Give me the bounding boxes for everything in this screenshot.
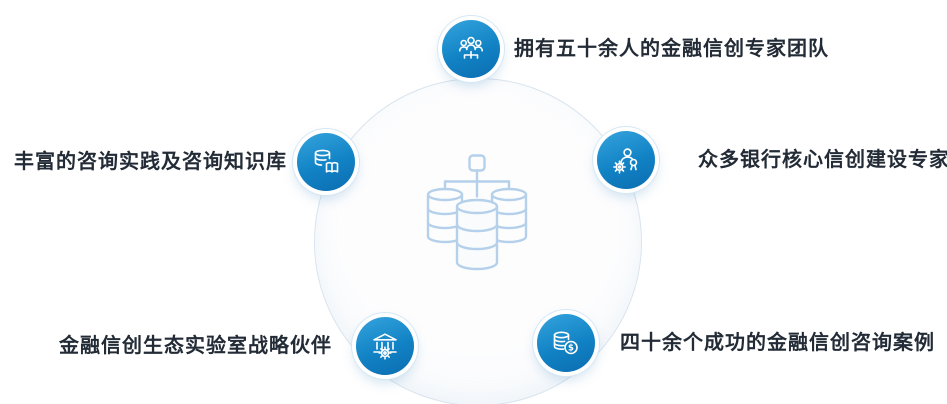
banking-expert-icon [613, 148, 638, 174]
label-knowledge-base: 丰富的咨询实践及咨询知识库 [14, 151, 287, 173]
node-cases: $ [537, 314, 595, 372]
bank-lab-icon [373, 333, 397, 360]
team-icon [459, 36, 483, 59]
label-banking-expert: 众多银行核心信创建设专家 [698, 149, 947, 171]
svg-text:$: $ [568, 344, 574, 354]
database-cluster-icon [426, 154, 528, 271]
label-bank-lab: 金融信创生态实验室战略伙伴 [59, 335, 332, 357]
node-bank-lab [356, 317, 414, 375]
coins-icon: $ [553, 331, 578, 355]
label-team: 拥有五十余人的金融信创专家团队 [514, 38, 829, 60]
node-team [442, 20, 500, 78]
knowledge-base-icon [314, 149, 339, 173]
node-knowledge-base [297, 133, 355, 191]
label-cases: 四十余个成功的金融信创咨询案例 [620, 332, 935, 354]
node-banking-expert [597, 131, 655, 189]
